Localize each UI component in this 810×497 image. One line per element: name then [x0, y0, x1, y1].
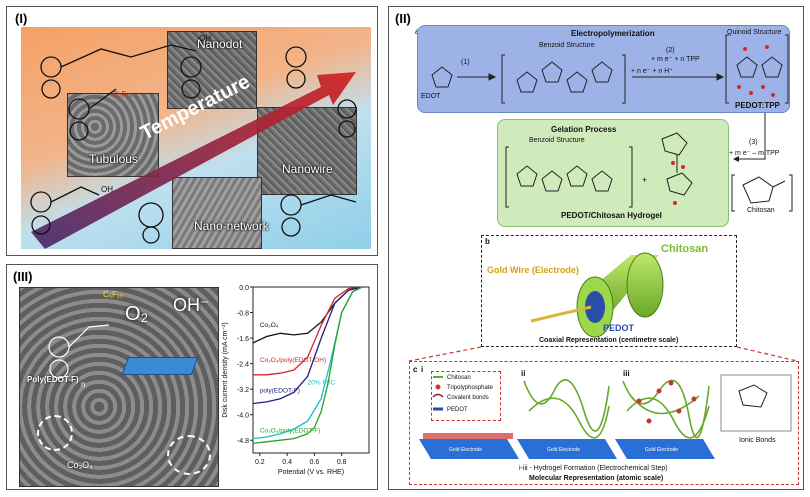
co3o4-label: Co₃O₄ — [67, 460, 93, 470]
legend-chitosan: Chitosan — [447, 375, 471, 381]
panel-2: (II) a Electropolymerization EDOT (1) Be… — [388, 6, 804, 490]
gelation-title: Gelation Process — [551, 125, 617, 134]
y-tick-label: -3.2 — [237, 387, 249, 394]
y-tick-label: -2.4 — [237, 362, 249, 369]
i-iii-caption: i-iii - Hydrogel Formation (Electrochemi… — [519, 465, 668, 472]
edot-label: EDOT — [421, 93, 441, 100]
gelation-structures — [505, 132, 693, 208]
temperature-arrow — [31, 72, 356, 249]
series-line — [253, 286, 363, 376]
benzoid2-label: Benzoid Structure — [529, 137, 585, 144]
edot-molecules: C₇F₁₅ OH OH — [30, 34, 357, 244]
quinoid-label: Quinoid Structure — [727, 29, 782, 36]
electropolymerization-box — [417, 25, 790, 113]
gold-electrode-3: Gold Electrode — [645, 447, 679, 453]
x-tick-label: 0.4 — [282, 459, 292, 466]
y-tick-label: -0.8 — [237, 311, 249, 318]
panel-3: (III) O₂ OH⁻ C₆F₁₃ Poly(EDOT-F) Co₃O₄ n … — [6, 264, 378, 490]
nanodot-label: Nanodot — [197, 37, 243, 51]
tubulous-label: Tubulous — [89, 152, 138, 166]
sem-tubulous — [67, 93, 159, 177]
c7f15-label: C₇F₁₅ — [113, 90, 132, 99]
hydrogel-formation-illustration — [419, 374, 792, 459]
coaxial-cylinder — [530, 252, 664, 338]
x-tick-label: 0.2 — [255, 459, 265, 466]
gold-electrode-2: Gold Electrode — [547, 447, 581, 453]
series-label: 20% Pt/C — [308, 379, 336, 386]
chitosan-molecule — [731, 174, 793, 212]
nanowire-label: Nanowire — [282, 162, 333, 176]
plot-area — [252, 286, 370, 454]
ionic-bonds-label: Ionic Bonds — [739, 437, 776, 444]
electropolymerization-structures — [431, 34, 789, 104]
step2-label: (2) — [666, 47, 675, 54]
panel-3-label: (III) — [13, 269, 33, 284]
series-label: Co₃O₄/poly(EDOT-F) — [260, 427, 321, 434]
benzoid-label: Benzoid Structure — [539, 42, 595, 49]
y-axis-label: Disk current density (mA cm⁻²) — [222, 322, 229, 418]
y-tick-label: -1.6 — [237, 336, 249, 343]
chain-oh-label: OH — [101, 185, 113, 194]
eq1-label: + n e⁻ + n H⁺ — [631, 68, 674, 75]
series-label: Co₃O₄ — [260, 322, 279, 329]
nanonetwork-label: Nano-network — [194, 219, 269, 233]
c-iii-label: iii — [623, 369, 630, 378]
step3-arrow — [733, 113, 766, 162]
o2-label: O₂ — [125, 303, 149, 325]
legend-covalent: Covalent bonds — [447, 395, 489, 401]
zoom-lines — [408, 346, 798, 362]
oh-minus-label: OH⁻ — [173, 295, 210, 315]
poly-edot-f-label: Poly(EDOT-F) — [27, 375, 79, 384]
pedot-callout: PEDOT — [603, 323, 635, 333]
chitosan-callout: Chitosan — [661, 243, 709, 255]
step3-label: (3) — [749, 139, 758, 146]
gold-wire-callout: Gold Wire (Electrode) — [487, 265, 579, 275]
hydrogel-title: PEDOT/Chitosan Hydrogel — [561, 211, 662, 220]
x-tick-label: 0.8 — [337, 459, 347, 466]
edot-f-structure: n — [48, 324, 110, 389]
sem-nanonetwork — [172, 177, 262, 249]
series-label: Co₃O₄/poly(EDOT-OH) — [260, 357, 326, 364]
sub-c-label: c — [413, 365, 418, 374]
panel-1: (I) Nanodot Tubulous Nanowire Nano-netwo… — [6, 6, 378, 256]
c-i-label: i — [421, 365, 424, 374]
eq2-label: + m e⁻ + n TPP — [651, 56, 700, 63]
y-tick-label: 0.0 — [239, 285, 249, 292]
eq3-label: + m e⁻ – m TPP — [729, 150, 780, 157]
step1-label: (1) — [461, 59, 470, 66]
series-line — [252, 286, 363, 445]
x-tick-label: 0.6 — [310, 459, 320, 466]
y-tick-label: -4.8 — [237, 438, 249, 445]
circle-highlight-2 — [167, 435, 211, 475]
lsv-chart: 0.0 -0.8 -1.6 -2.4 -3.2 -4.0 -4.8 0.2 0.4 0.6 0.8P… — [222, 285, 370, 476]
n-subscript: n — [81, 380, 85, 389]
gold-electrode-1: Gold Electrode — [449, 447, 483, 453]
legend-pedot: PEDOT — [447, 407, 468, 413]
coaxial-caption: Coaxial Representation (centimetre scale… — [539, 337, 679, 344]
oh-top-label: OH — [199, 34, 211, 43]
panel-2-label: (II) — [395, 11, 411, 26]
circle-highlight-1 — [37, 415, 73, 451]
sub-b-label: b — [485, 237, 490, 246]
panel-1-label: (I) — [15, 11, 28, 26]
pedot-tpp-label: PEDOT:TPP — [735, 101, 780, 110]
plus-label: + — [642, 175, 648, 185]
c6f13-label: C₆F₁₃ — [103, 290, 123, 299]
x-axis-label: Potential (V vs. RHE) — [278, 469, 344, 476]
c-ii-label: ii — [521, 369, 526, 378]
electropolymerization-title: Electropolymerization — [571, 29, 655, 38]
molecular-caption: Molecular Representation (atomic scale) — [529, 475, 664, 482]
legend-tpp: Tripolyphosphate — [447, 385, 493, 391]
chitosan-mol-label: Chitosan — [747, 207, 775, 214]
y-tick-label: -4.0 — [237, 413, 249, 420]
series-line — [252, 286, 363, 405]
series-label: poly(EDOT-F) — [260, 387, 300, 394]
